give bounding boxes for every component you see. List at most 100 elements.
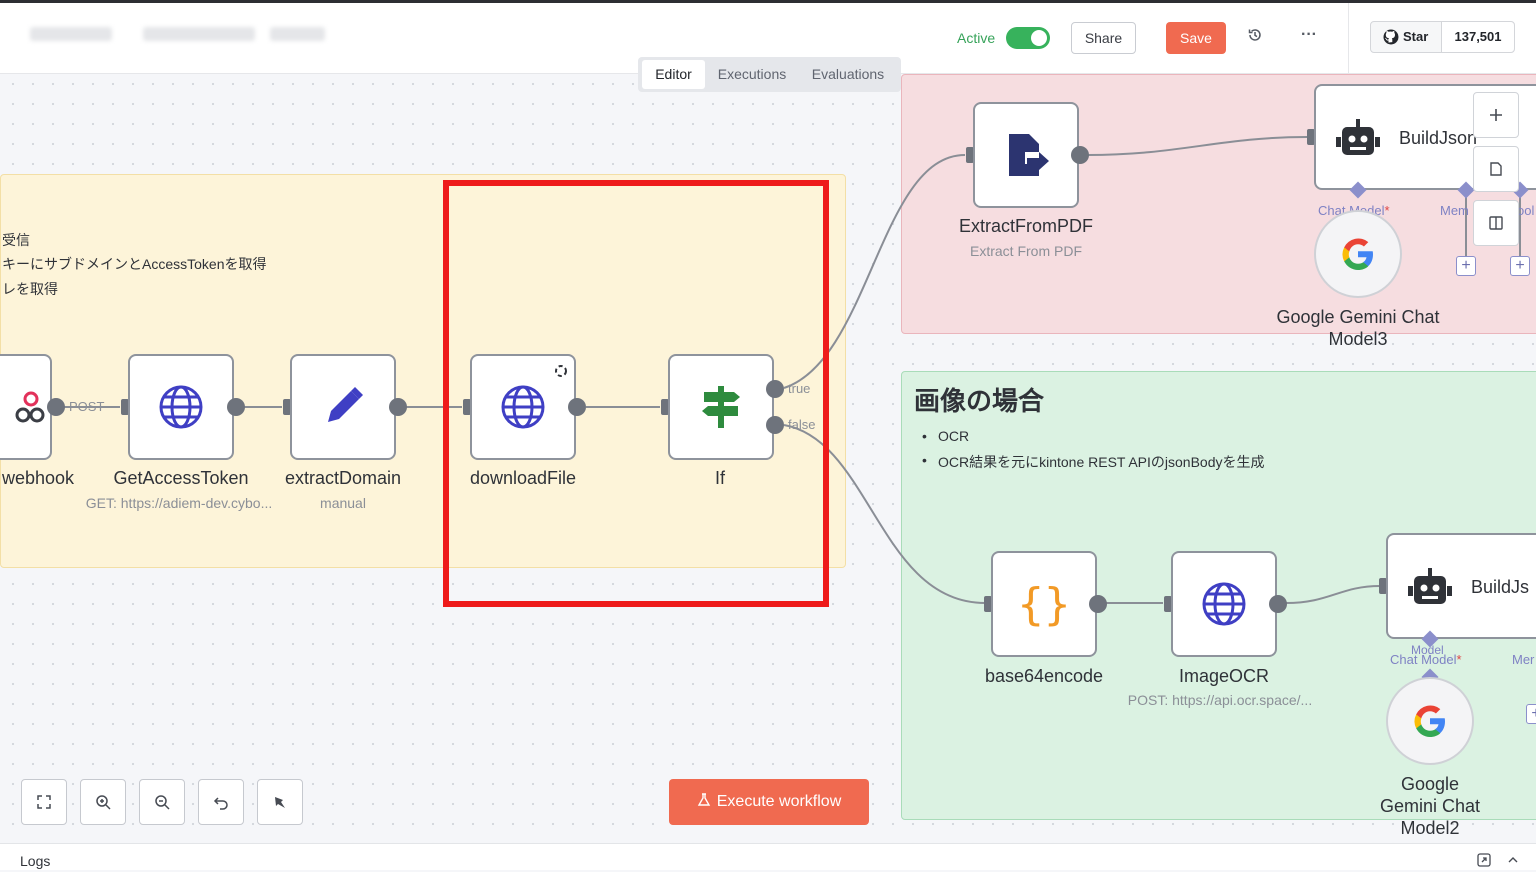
- highlight-box: [443, 180, 829, 607]
- undo-icon: [213, 797, 228, 810]
- header-divider: [1348, 3, 1349, 73]
- tidy-up-button[interactable]: [257, 779, 303, 825]
- webhook-node[interactable]: [0, 354, 52, 460]
- github-icon: [1383, 29, 1399, 45]
- sticky-note-title: 画像の場合: [914, 386, 1045, 416]
- google-icon: [1342, 238, 1373, 270]
- pop-out-icon[interactable]: [1477, 853, 1491, 872]
- globe-icon: [472, 356, 574, 458]
- output-port[interactable]: [568, 398, 586, 416]
- input-port[interactable]: [1164, 596, 1172, 612]
- webhook-output-port[interactable]: [47, 398, 65, 416]
- download-file-node[interactable]: [470, 354, 576, 460]
- if-node[interactable]: [668, 354, 774, 460]
- tab-executions[interactable]: Executions: [717, 66, 787, 82]
- github-star-button[interactable]: Star: [1371, 22, 1442, 52]
- extract-from-pdf-node[interactable]: [973, 102, 1079, 208]
- sticky-note-line: レを取得: [2, 281, 58, 297]
- true-output-port[interactable]: [766, 380, 784, 398]
- connector-label: Chat Model*: [1390, 652, 1462, 667]
- broom-icon: [275, 797, 285, 808]
- node-label: downloadFile: [469, 468, 577, 488]
- github-star-widget[interactable]: Star 137,501: [1370, 21, 1515, 53]
- zoom-in-icon: [96, 795, 111, 810]
- share-button[interactable]: Share: [1071, 22, 1136, 54]
- globe-icon: [1173, 553, 1275, 655]
- base64encode-node[interactable]: {}: [991, 551, 1097, 657]
- build-json-node-2[interactable]: BuildJs: [1386, 533, 1536, 639]
- input-port[interactable]: [1307, 129, 1315, 145]
- output-port[interactable]: [389, 398, 407, 416]
- blurred-breadcrumb: [270, 27, 325, 41]
- connector-label: Mer: [1512, 652, 1535, 667]
- tab-editor[interactable]: Editor: [642, 60, 705, 89]
- fullscreen-icon: [37, 795, 51, 809]
- node-label: ImageOCR: [1178, 666, 1270, 686]
- tab-evaluations[interactable]: Evaluations: [811, 66, 885, 82]
- false-output-port[interactable]: [766, 416, 784, 434]
- input-port[interactable]: [463, 399, 471, 415]
- output-port[interactable]: [1269, 595, 1287, 613]
- zoom-out-icon: [155, 795, 170, 810]
- connector-label: Mem: [1440, 203, 1469, 218]
- pencil-icon: [292, 356, 394, 458]
- reset-zoom-button[interactable]: [198, 779, 244, 825]
- gemini-model2-node[interactable]: [1386, 677, 1474, 765]
- bullet: •: [922, 428, 927, 444]
- active-toggle[interactable]: [1006, 27, 1050, 49]
- input-port[interactable]: [283, 399, 291, 415]
- bullet: •: [922, 452, 927, 468]
- view-tabs: Editor Executions Evaluations: [638, 57, 901, 92]
- save-button[interactable]: Save: [1166, 22, 1226, 54]
- add-memory-button[interactable]: +: [1526, 704, 1536, 724]
- logs-panel-bar[interactable]: Logs: [0, 843, 1536, 870]
- fit-view-button[interactable]: [21, 779, 67, 825]
- input-port[interactable]: [966, 147, 974, 163]
- active-label: Active: [957, 30, 996, 46]
- add-sticky-button[interactable]: [1473, 146, 1519, 192]
- node-subtitle: GET: https://adiem-dev.cybo...: [85, 495, 273, 511]
- output-port[interactable]: [227, 398, 245, 416]
- connector-label: Model: [1411, 643, 1444, 657]
- node-label: BuildJson: [1399, 128, 1478, 148]
- blurred-breadcrumb: [143, 27, 255, 41]
- sticky-note-icon: [1490, 162, 1502, 176]
- top-border: [0, 0, 1536, 3]
- signpost-icon: [670, 356, 772, 458]
- github-star-count: 137,501: [1442, 22, 1514, 52]
- sticky-note-line: キーにサブドメインとAccessTokenを取得: [2, 256, 267, 272]
- spinner-icon: [554, 364, 568, 383]
- output-port[interactable]: [1089, 595, 1107, 613]
- edge-label-true: true: [788, 381, 811, 396]
- image-ocr-node[interactable]: [1171, 551, 1277, 657]
- file-export-icon: [975, 104, 1077, 206]
- zoom-out-button[interactable]: [139, 779, 185, 825]
- connector-label: ool: [1517, 203, 1535, 218]
- globe-icon: [130, 356, 232, 458]
- gemini-model3-node[interactable]: [1314, 210, 1402, 298]
- robot-icon: [1336, 119, 1380, 164]
- flask-icon: [697, 793, 710, 806]
- zoom-in-button[interactable]: [80, 779, 126, 825]
- plus-icon: [1490, 109, 1502, 121]
- node-label: ExtractFromPDF: [958, 216, 1094, 236]
- node-subtitle: manual: [320, 495, 366, 511]
- history-icon[interactable]: [1244, 27, 1266, 49]
- node-label: GetAccessToken: [113, 468, 249, 488]
- sticky-note-bullet: OCR: [938, 428, 970, 444]
- extract-domain-node[interactable]: [290, 354, 396, 460]
- more-options-icon[interactable]: ···: [1301, 26, 1317, 43]
- toggle-panel-button[interactable]: [1473, 200, 1519, 246]
- sticky-note-bullet: OCR結果を元にkintone REST APIのjsonBodyを生成: [938, 454, 1265, 470]
- get-access-token-node[interactable]: [128, 354, 234, 460]
- add-tool-button[interactable]: +: [1510, 256, 1530, 276]
- add-memory-button[interactable]: +: [1456, 256, 1476, 276]
- input-port[interactable]: [984, 596, 992, 612]
- chevron-up-icon[interactable]: [1507, 853, 1519, 871]
- add-node-button[interactable]: [1473, 92, 1519, 138]
- input-port[interactable]: [1379, 578, 1387, 594]
- execute-workflow-button[interactable]: Execute workflow: [669, 779, 869, 825]
- input-port[interactable]: [661, 399, 669, 415]
- input-port[interactable]: [121, 399, 129, 415]
- output-port[interactable]: [1071, 146, 1089, 164]
